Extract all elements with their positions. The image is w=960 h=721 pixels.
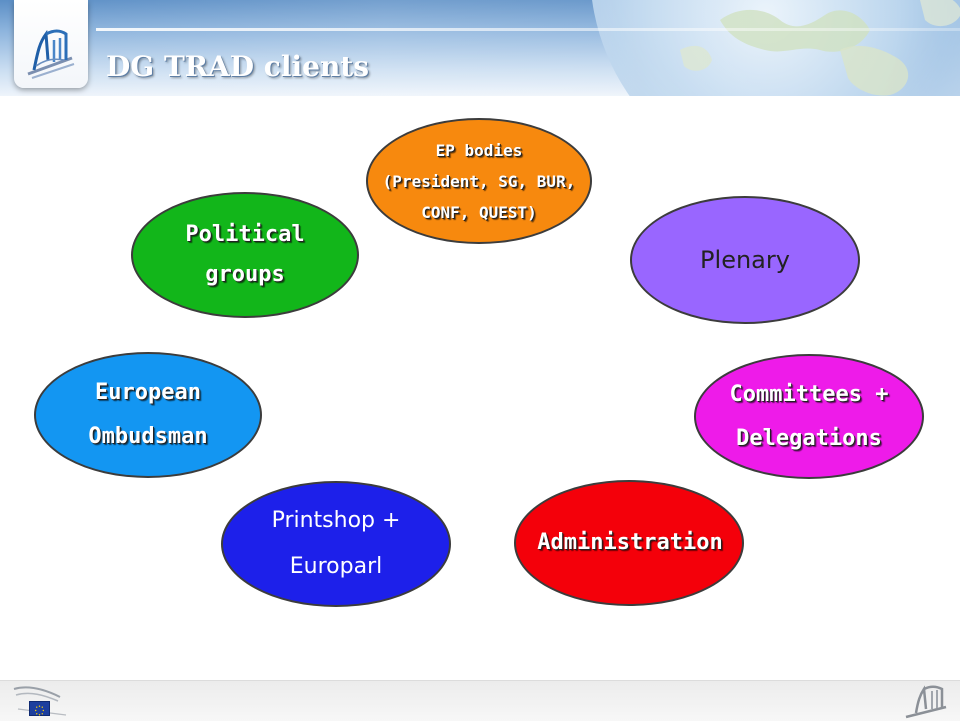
logo-tab (14, 0, 88, 88)
header-highlight (0, 0, 960, 96)
node-label-line: Political (185, 222, 305, 247)
node-label-line: Plenary (700, 246, 790, 274)
node-printshop-europarl: Printshop + Europarl (221, 481, 451, 607)
node-label-line: EP bodies (435, 140, 523, 160)
ep-seal-icon (905, 685, 947, 719)
node-label-line: Printshop + (271, 508, 401, 533)
eu-flag-icon (29, 701, 50, 716)
node-label-line: Delegations (736, 425, 882, 451)
node-label-line: Ombudsman (88, 424, 208, 449)
node-label-line: groups (205, 262, 285, 287)
header-banner: DG TRAD clients (0, 0, 960, 96)
globe-image (590, 0, 960, 96)
node-label-line: Administration (537, 530, 723, 555)
node-label-line: (President, SG, BUR, (382, 171, 576, 191)
header-rule (96, 28, 960, 31)
page-title: DG TRAD clients (106, 50, 369, 83)
node-committees-delegations: Committees + Delegations (694, 354, 924, 479)
european-parliament-logo-icon (27, 29, 75, 79)
node-ep-bodies: EP bodies (President, SG, BUR, CONF, QUE… (366, 118, 592, 244)
node-label-line: Europarl (289, 554, 383, 579)
node-political-groups: Political groups (131, 192, 359, 318)
node-administration: Administration (514, 480, 744, 606)
node-plenary: Plenary (630, 196, 860, 324)
footer-bar (0, 680, 960, 721)
node-label-line: CONF, QUEST) (421, 202, 537, 222)
node-label-line: European (95, 380, 201, 405)
node-label-line: Committees + (729, 381, 889, 407)
node-european-ombudsman: European Ombudsman (34, 352, 262, 478)
